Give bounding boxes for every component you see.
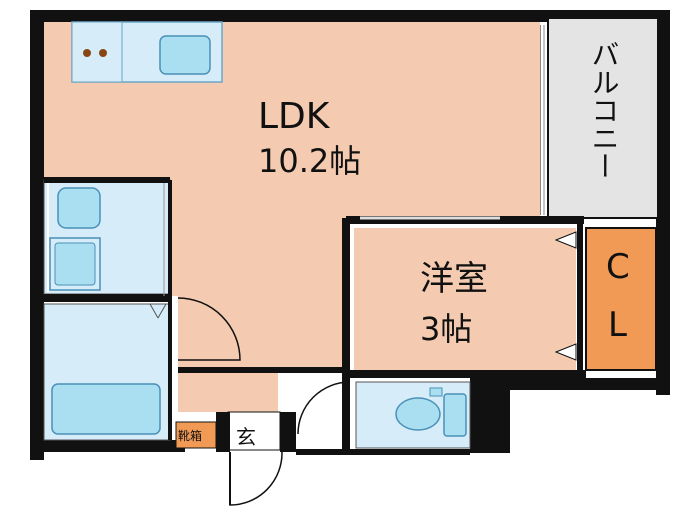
entrance-floor [227, 411, 281, 451]
washroom-door-swing [177, 297, 241, 361]
hallway [178, 370, 278, 412]
closet-label-c: C [606, 247, 630, 287]
shoe-box [175, 421, 217, 449]
entrance-label: 玄 [236, 425, 256, 449]
bathtub-icon [51, 383, 161, 435]
balcony [547, 17, 659, 219]
toilet-door-swing [297, 381, 351, 435]
washbasin-icon [57, 187, 101, 229]
toilet-tank-icon [443, 393, 467, 437]
ldk-name: LDK [258, 96, 331, 137]
ldk-size: 10.2帖 [258, 142, 361, 180]
western-room-size: 3帖 [420, 310, 472, 348]
closet [585, 227, 657, 371]
closet-label-l: L [608, 305, 627, 345]
western-room [354, 228, 576, 370]
stove-icon [71, 21, 123, 83]
entrance-door-swing [229, 451, 283, 506]
sink-icon [159, 35, 211, 75]
western-room-name: 洋室 [420, 259, 488, 299]
toilet-bowl-icon [395, 397, 441, 431]
balcony-label: バルコニー [588, 40, 621, 180]
ldk-room [44, 22, 540, 370]
shoe-box-label: 靴箱 [178, 428, 202, 443]
outer-walls [30, 10, 670, 460]
